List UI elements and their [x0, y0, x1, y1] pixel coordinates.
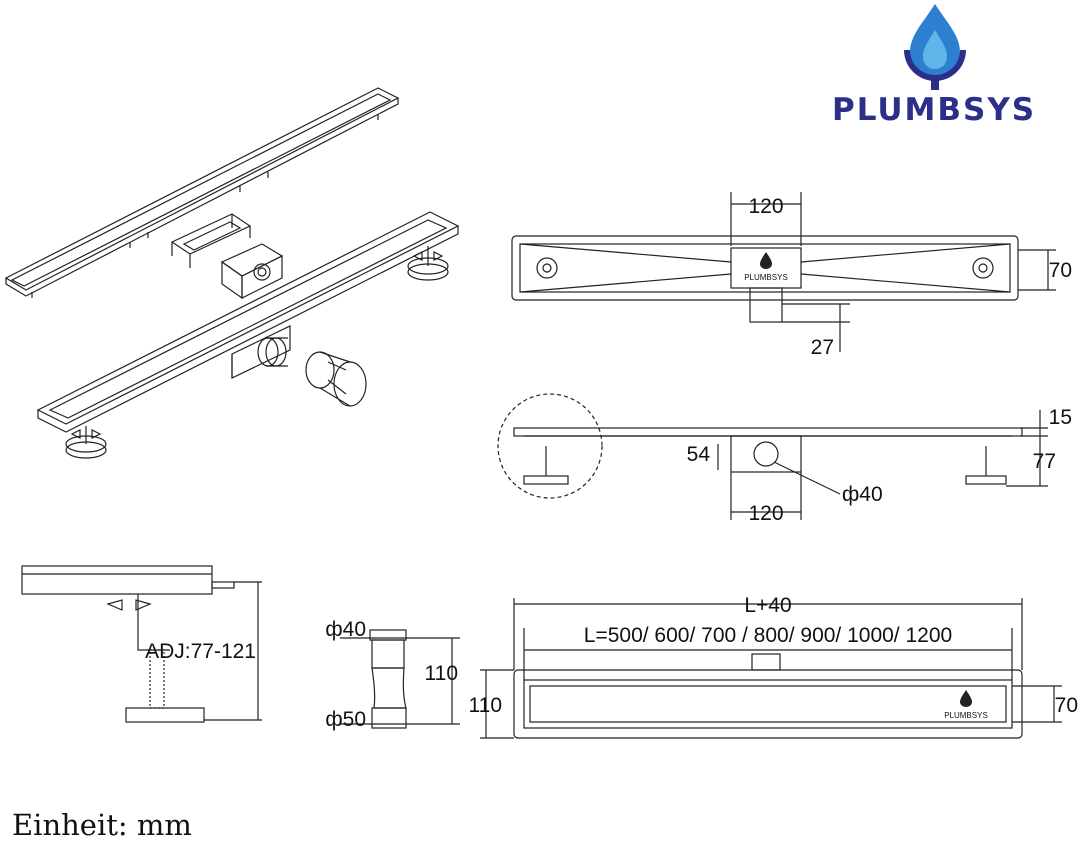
dim-side-top: 15 — [1049, 406, 1072, 429]
side-view — [497, 393, 1048, 520]
adjustable-foot-right — [407, 246, 449, 281]
brand-mark-top-text: PLUMBSYS — [744, 273, 788, 282]
brand-mark-length: PLUMBSYS — [944, 690, 988, 720]
top-view — [511, 192, 1056, 352]
outlet-box — [220, 243, 284, 300]
dim-top-outlet-width: 120 — [748, 195, 783, 218]
dim-leg-adjust: ADJ:77-121 — [145, 640, 256, 663]
dim-outlet-height: 110 — [425, 662, 458, 685]
dim-outlet-bottom-diameter: ф50 — [325, 708, 366, 731]
unit-label: Einheit: mm — [12, 808, 192, 842]
hair-trap — [170, 213, 252, 268]
dim-length-depth: 110 — [469, 694, 502, 717]
grate-cover — [4, 87, 400, 298]
outlet-detail — [340, 629, 460, 729]
dim-overall-length: L+40 — [744, 594, 791, 617]
dim-side-outlet-diameter: ф40 — [842, 483, 883, 506]
dim-top-outlet-depth: 27 — [811, 336, 834, 359]
leg-detail — [21, 565, 262, 723]
dim-side-total: 77 — [1033, 450, 1056, 473]
dim-length-width: 70 — [1055, 694, 1078, 717]
outlet-pipe — [257, 337, 367, 407]
dim-top-height: 70 — [1049, 259, 1072, 282]
dim-side-left: 54 — [687, 443, 711, 466]
dim-side-outlet-width: 120 — [748, 502, 783, 525]
channel-body — [36, 211, 460, 433]
dim-length-options: L=500/ 600/ 700 / 800/ 900/ 1000/ 1200 — [584, 624, 952, 647]
adjustable-foot-left — [65, 426, 107, 459]
brand-name: PLUMBSYS — [832, 92, 1037, 128]
dim-outlet-top-diameter: ф40 — [325, 618, 366, 641]
brand-mark-top: PLUMBSYS — [744, 252, 788, 282]
length-view — [480, 598, 1062, 739]
brand-logo — [890, 0, 980, 92]
brand-mark-length-text: PLUMBSYS — [944, 711, 988, 720]
